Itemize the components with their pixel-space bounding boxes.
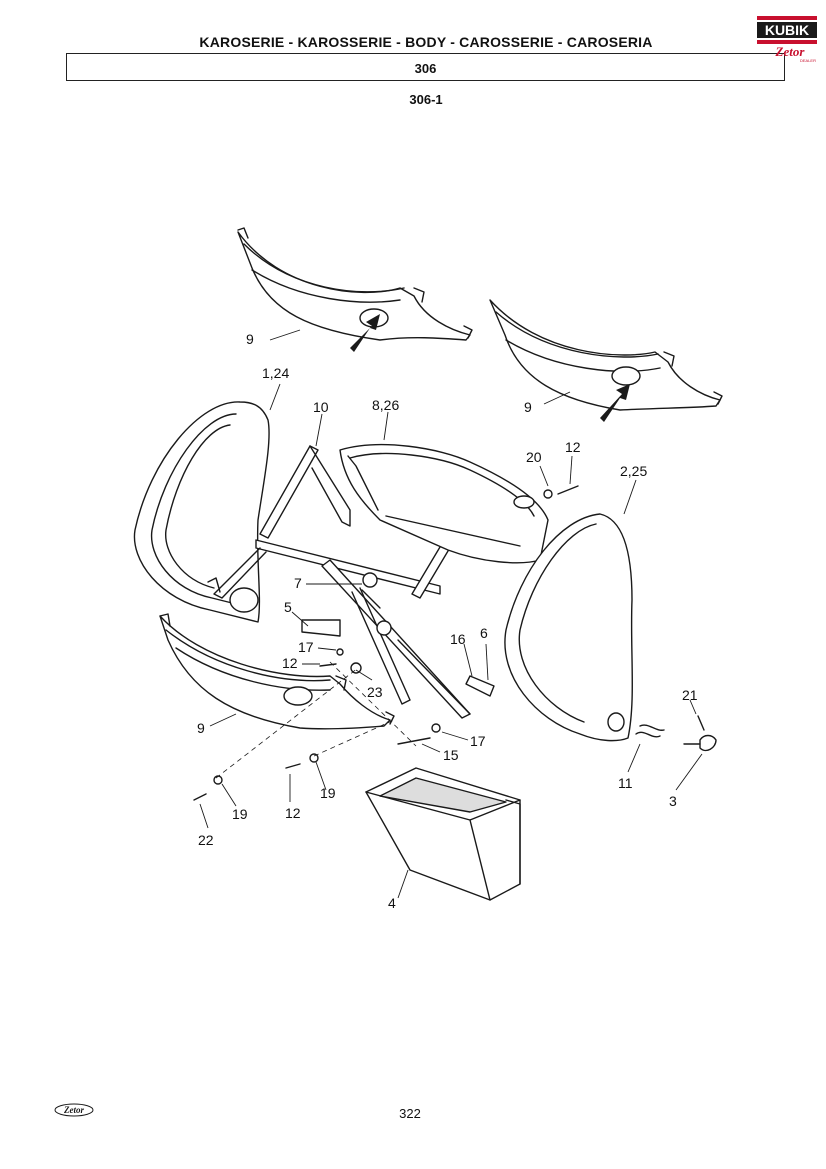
callout-label: 17 [470, 733, 486, 749]
callout-label: 9 [524, 399, 532, 415]
callout-label: 15 [443, 747, 459, 763]
subsection-number: 306-1 [409, 92, 443, 107]
callout-label: 23 [367, 684, 383, 700]
callout-label: 11 [618, 775, 633, 791]
callout-label: 19 [320, 785, 336, 801]
step-box-part-4 [365, 767, 521, 901]
arrow-icon [350, 314, 380, 352]
callout-label: 16 [450, 631, 466, 647]
side-cover-part-9-lower [159, 613, 395, 730]
logo-sub-text: Zetor [775, 44, 806, 59]
callout-label: 20 [526, 449, 542, 465]
section-number: 306 [414, 61, 437, 76]
zetor-footer-logo: Zetor [54, 1103, 94, 1117]
callout-label: 1,24 [262, 365, 289, 381]
logo-dealer-text: DEALER [800, 58, 816, 63]
support-frame-part-10 [213, 445, 501, 719]
callout-label: 5 [284, 599, 292, 615]
callout-label: 2,25 [620, 463, 647, 479]
callout-label: 10 [313, 399, 329, 415]
arrow-icon [600, 384, 630, 422]
logo-brand-text: KUBIK [765, 22, 809, 38]
callout-label: 12 [565, 439, 581, 455]
callout-label: 19 [232, 806, 248, 822]
side-panel-frame-part-1-24 [133, 401, 270, 623]
kubik-zetor-logo: KUBIK Zetor DEALER [757, 16, 817, 63]
side-cover-part-9-top-left [237, 227, 473, 341]
callout-label: 12 [282, 655, 298, 671]
footer-logo-text: Zetor [63, 1105, 84, 1115]
side-panel-part-2-25 [504, 513, 633, 742]
callout-label: 12 [285, 805, 301, 821]
fasteners [193, 485, 717, 801]
callout-label: 8,26 [372, 397, 399, 413]
page-title: KAROSERIE - KAROSSERIE - BODY - CAROSSER… [199, 34, 653, 50]
callout-label: 9 [197, 720, 205, 736]
callout-label: 17 [298, 639, 314, 655]
callout-label: 3 [669, 793, 677, 809]
rear-panel-part-8-26 [339, 443, 549, 564]
callout-label: 21 [682, 687, 698, 703]
callout-label: 4 [388, 895, 396, 911]
callout-label: 22 [198, 832, 214, 848]
side-cover-part-9-top-right [489, 299, 723, 411]
callout-label: 9 [246, 331, 254, 347]
callout-label: 6 [480, 625, 488, 641]
section-box: 306 [66, 53, 785, 81]
callout-label: 7 [294, 575, 302, 591]
page-number: 322 [399, 1106, 421, 1121]
